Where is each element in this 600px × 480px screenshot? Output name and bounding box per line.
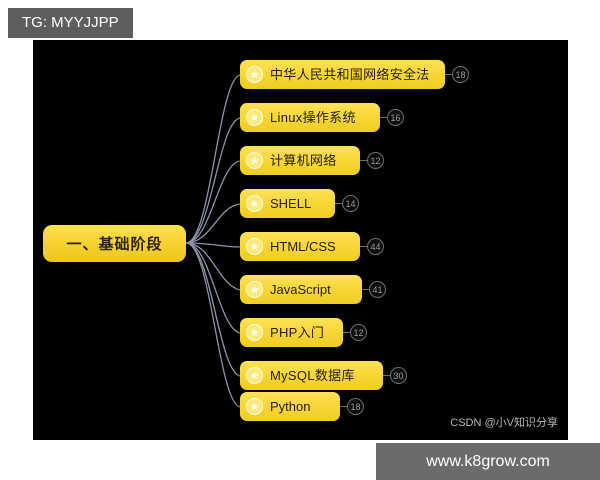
mindmap-node[interactable]: Python [240, 392, 340, 421]
connector-line [185, 242, 241, 377]
star-icon [246, 324, 263, 341]
badge-connector-stub [380, 117, 387, 118]
badge-connector-stub [445, 74, 452, 75]
node-count-badge: 30 [390, 367, 407, 384]
mindmap-node-label: JavaScript [270, 282, 331, 297]
node-count-badge: 12 [350, 324, 367, 341]
mindmap-node-label: HTML/CSS [270, 239, 336, 254]
root-node[interactable]: 一、基础阶段 [43, 225, 186, 262]
mindmap-node[interactable]: 计算机网络 [240, 146, 360, 175]
mindmap-node-label: PHP入门 [270, 325, 325, 340]
node-count-badge: 14 [342, 195, 359, 212]
mindmap-node[interactable]: Linux操作系统 [240, 103, 380, 132]
mindmap-node[interactable]: JavaScript [240, 275, 362, 304]
connector-line [185, 74, 241, 244]
badge-connector-stub [335, 203, 342, 204]
star-icon [246, 109, 263, 126]
connector-line [185, 160, 241, 244]
mindmap-node-label: 中华人民共和国网络安全法 [270, 67, 430, 82]
connector-line [185, 242, 241, 334]
mindmap-node-label: MySQL数据库 [270, 368, 355, 383]
badge-connector-stub [362, 289, 369, 290]
node-count-badge: 44 [367, 238, 384, 255]
mindmap-node-label: Linux操作系统 [270, 110, 356, 125]
star-icon [246, 238, 263, 255]
connector-line [185, 242, 241, 408]
star-icon [246, 152, 263, 169]
star-icon [246, 281, 263, 298]
connector-line [185, 203, 241, 244]
mindmap-node[interactable]: MySQL数据库 [240, 361, 383, 390]
star-icon [246, 66, 263, 83]
star-icon [246, 367, 263, 384]
csdn-watermark: CSDN @小V知识分享 [450, 417, 558, 429]
node-count-badge: 12 [367, 152, 384, 169]
mindmap-node-label: SHELL [270, 196, 312, 211]
badge-connector-stub [340, 406, 347, 407]
mindmap-node[interactable]: HTML/CSS [240, 232, 360, 261]
node-count-badge: 41 [369, 281, 386, 298]
mindmap-node[interactable]: PHP入门 [240, 318, 343, 347]
star-icon [246, 195, 263, 212]
node-count-badge: 16 [387, 109, 404, 126]
badge-connector-stub [383, 375, 390, 376]
tg-handle-badge: TG: MYYJJPP [8, 8, 133, 38]
node-count-badge: 18 [452, 66, 469, 83]
star-icon [246, 398, 263, 415]
connector-line [185, 242, 241, 248]
connector-line [185, 242, 241, 291]
site-url-bar: www.k8grow.com [376, 443, 600, 480]
connector-line [185, 117, 241, 244]
mindmap-node[interactable]: SHELL [240, 189, 335, 218]
badge-connector-stub [360, 246, 367, 247]
badge-connector-stub [360, 160, 367, 161]
node-count-badge: 18 [347, 398, 364, 415]
mindmap-node-label: Python [270, 399, 311, 414]
mindmap-node[interactable]: 中华人民共和国网络安全法 [240, 60, 445, 89]
badge-connector-stub [343, 332, 350, 333]
mindmap-node-label: 计算机网络 [270, 153, 337, 168]
root-node-label: 一、基础阶段 [66, 236, 163, 253]
